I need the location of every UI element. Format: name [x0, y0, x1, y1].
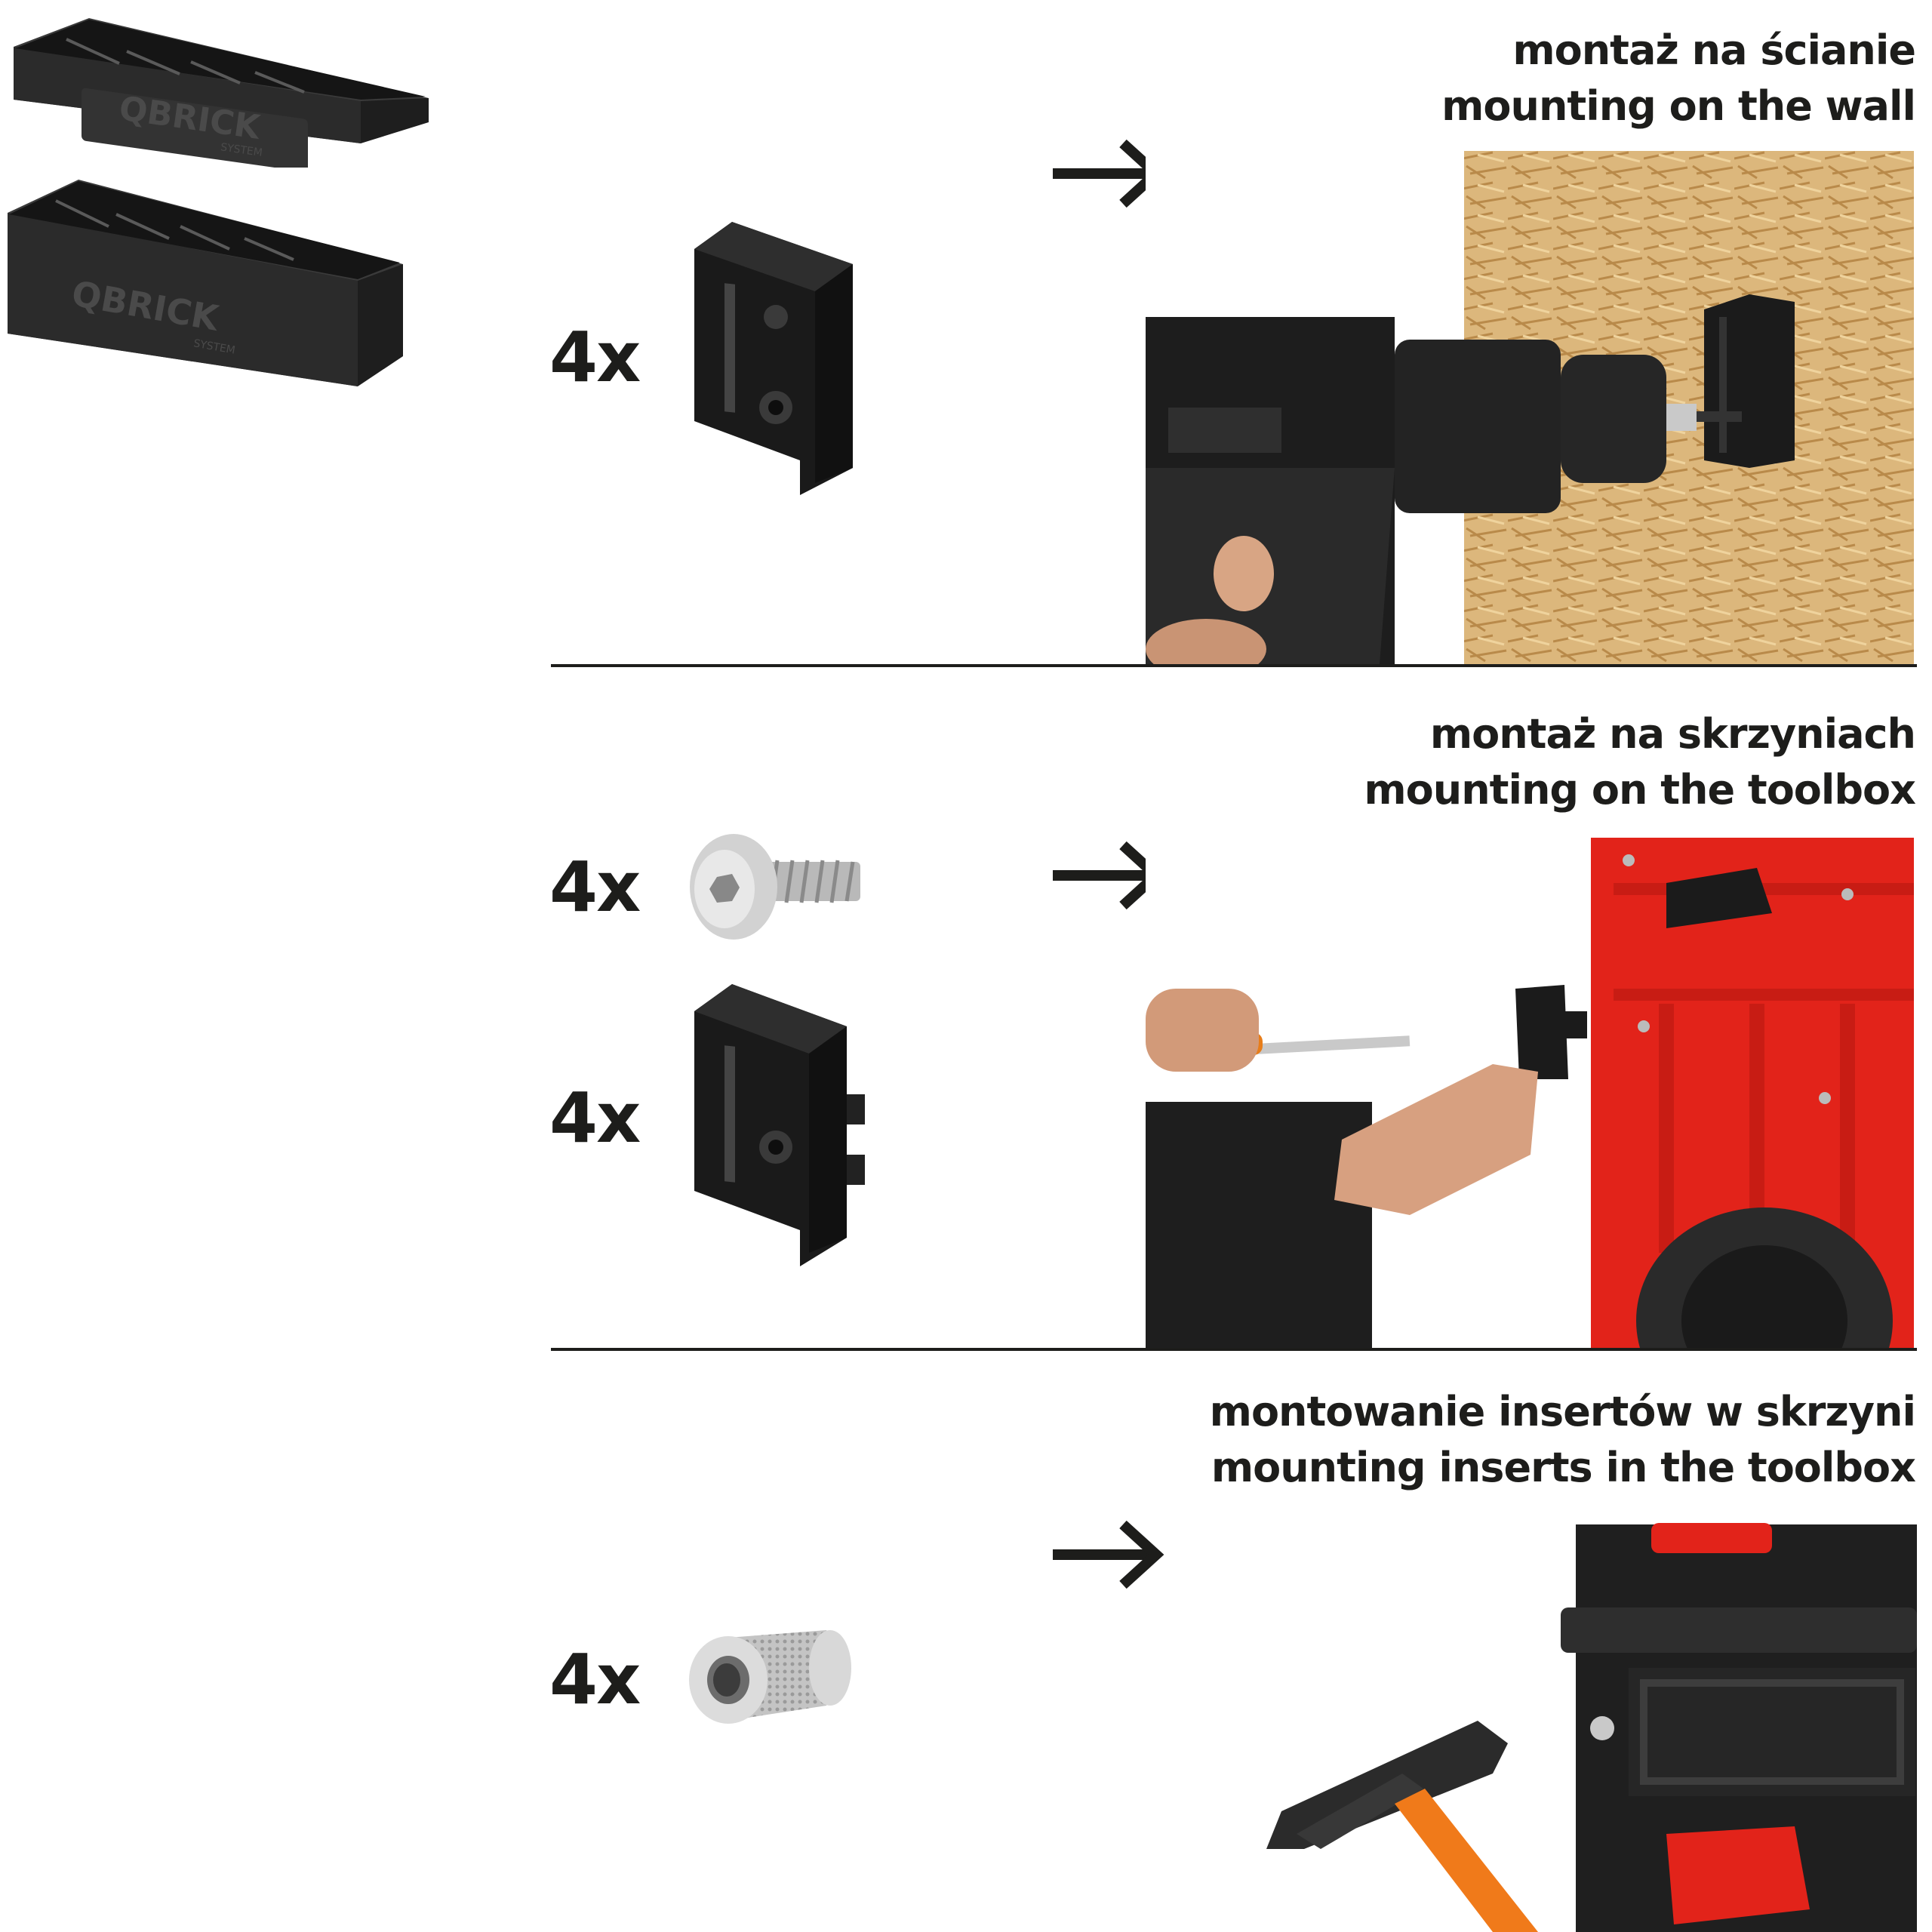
insert-mounting-photo: [1221, 1517, 1917, 1932]
section-divider-1: [551, 664, 1917, 667]
section-1-title-pl: montaż na ścianie: [1512, 26, 1916, 74]
toolbox-bracket-image: [687, 981, 868, 1268]
organizer-bottom-image: QBRICK SYSTEM: [3, 175, 411, 401]
section-3-title-pl: montowanie insertów w skrzyni: [1209, 1388, 1916, 1435]
section-2-screw-qty: 4x: [549, 847, 641, 928]
hex-screw-image: [687, 830, 868, 943]
section-2-title-en: mounting on the toolbox: [1364, 766, 1916, 814]
section-3-title-en: mounting inserts in the toolbox: [1211, 1444, 1916, 1491]
organizer-top-sub: SYSTEM: [220, 141, 263, 159]
section-1-qty: 4x: [549, 317, 641, 398]
section-divider-2: [551, 1348, 1917, 1351]
section-2-title-pl: montaż na skrzyniach: [1429, 710, 1916, 758]
wall-bracket-image: [687, 219, 860, 498]
wall-mounting-photo: [1146, 151, 1914, 664]
toolbox-mounting-photo: [1146, 838, 1914, 1351]
section-1-title-en: mounting on the wall: [1441, 82, 1916, 130]
section-3-qty: 4x: [549, 1639, 641, 1720]
threaded-insert-image: [683, 1615, 857, 1736]
arrow-right-icon: [1049, 1517, 1170, 1592]
section-2-bracket-qty: 4x: [549, 1078, 641, 1158]
organizer-top-image: QBRICK SYSTEM: [6, 9, 429, 168]
